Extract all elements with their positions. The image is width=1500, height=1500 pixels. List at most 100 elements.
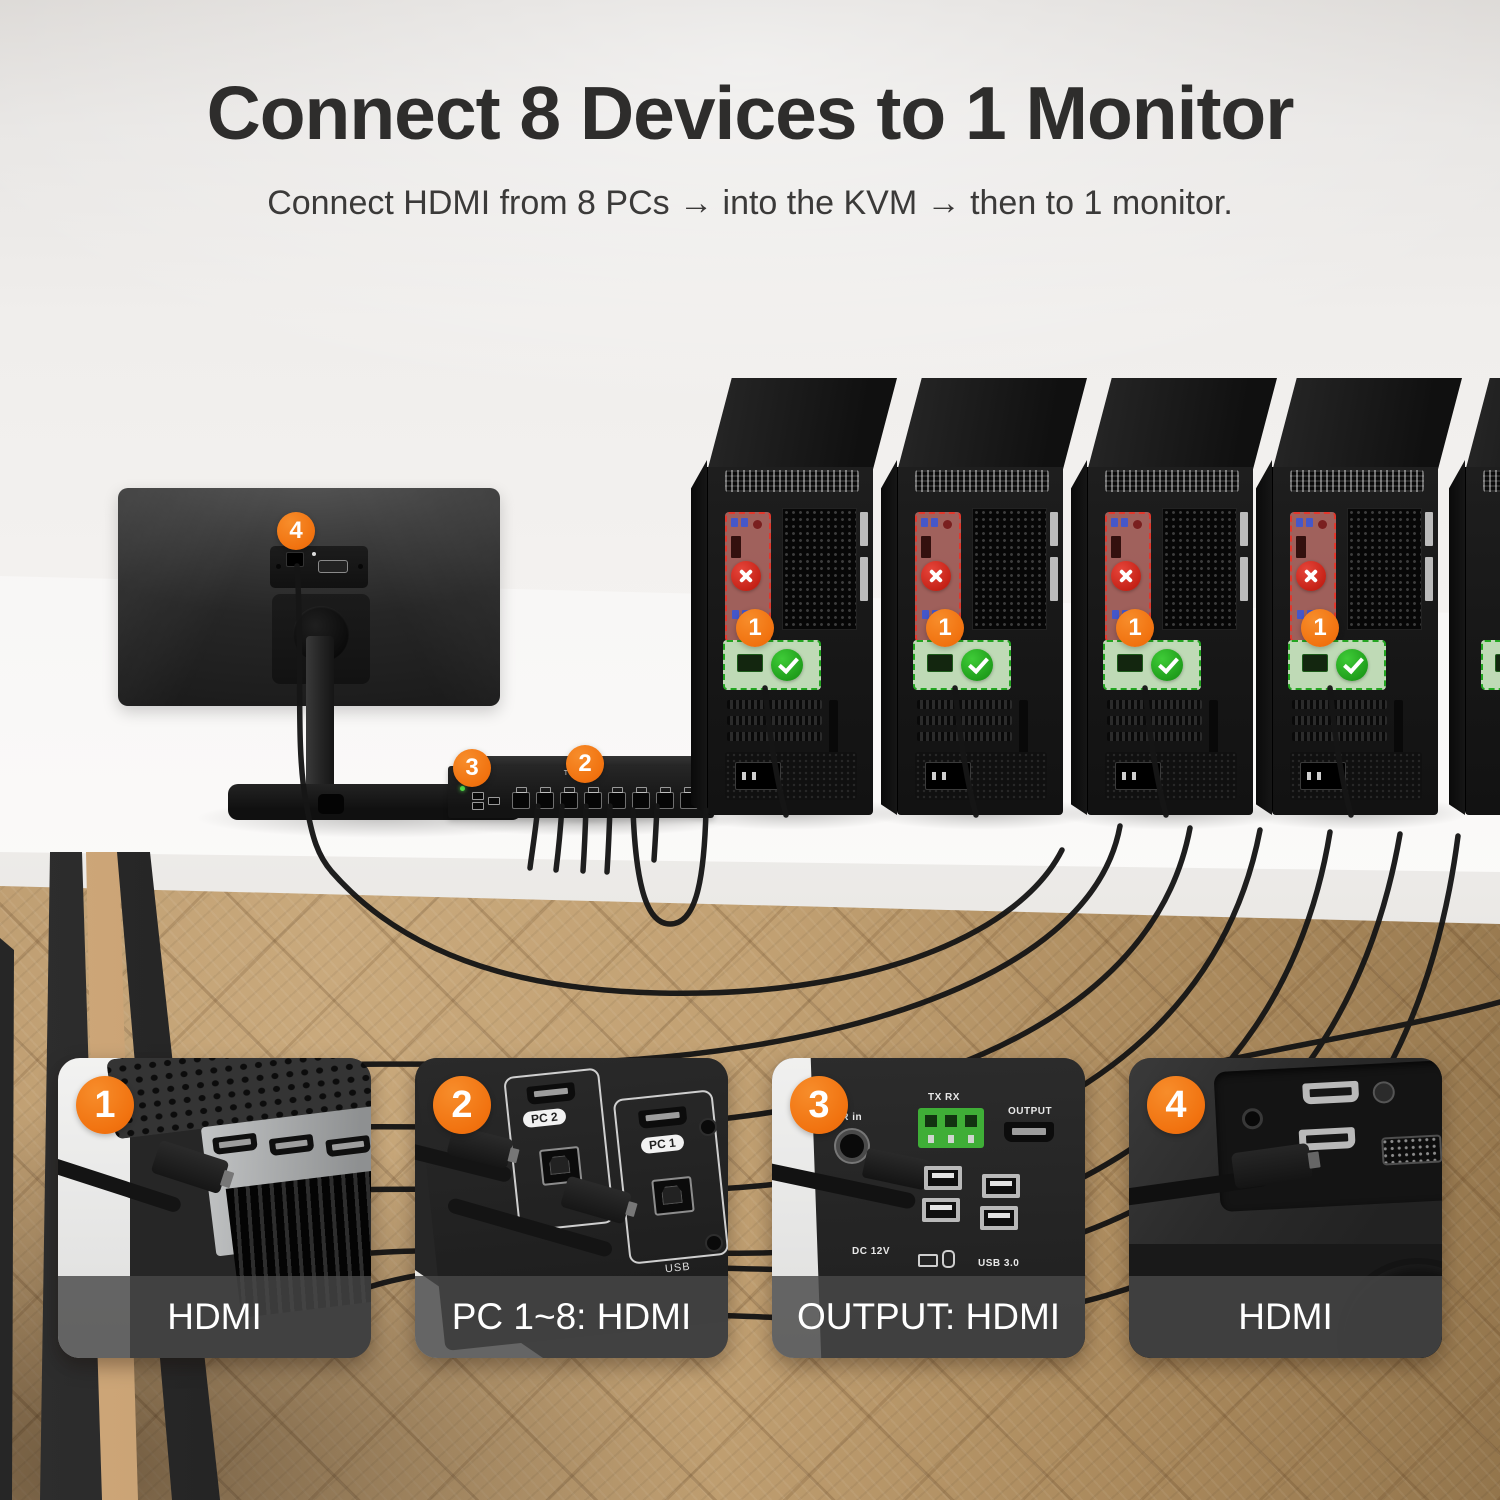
pci-slot [1107, 700, 1202, 709]
pci-slot [727, 700, 822, 709]
usb-port-icon [982, 1174, 1020, 1198]
power-supply [725, 752, 857, 800]
io-connector [943, 520, 952, 529]
tower-slot-bracket [1050, 557, 1058, 601]
page-title: Connect 8 Devices to 1 Monitor [206, 71, 1295, 155]
tower-top-face [707, 378, 897, 472]
step-badge-1: 1 [1301, 609, 1339, 647]
io-connector [753, 520, 762, 529]
check-mark-icon [961, 649, 993, 681]
usb-port-icon [472, 802, 484, 810]
tower-side-face [1071, 460, 1087, 815]
io-connector [731, 536, 741, 558]
tower-top-face [1465, 378, 1500, 472]
usb-port-icon [472, 792, 484, 800]
pc-tower-1: 1 [691, 375, 903, 823]
x-mark-icon [731, 561, 761, 591]
tower-side-face [1256, 460, 1272, 815]
tower-slot-bracket [1425, 557, 1433, 601]
monitor-port-recess [1213, 1059, 1442, 1213]
usb-port-icon [924, 1166, 962, 1190]
pci-slot [1107, 716, 1202, 725]
usb-port-icon [1112, 610, 1119, 619]
tower-top-face [1087, 378, 1277, 472]
usb-port-icon [741, 518, 748, 527]
monitor-stand-column [306, 636, 334, 792]
kvm-port-4 [584, 787, 602, 809]
screw-icon [699, 1118, 717, 1136]
power-supply [915, 752, 1047, 800]
kvm-power-led [460, 786, 465, 791]
inset-panel-2: PC 2 PC 1 USB 2 PC 1~8: HDMI [415, 1058, 728, 1358]
check-mark-icon [1336, 649, 1368, 681]
power-inlet [1300, 762, 1346, 790]
check-mark-icon [771, 649, 803, 681]
pci-slot [1292, 700, 1387, 709]
tower-slot-bracket [860, 512, 868, 546]
usb-port-icon [980, 1206, 1018, 1230]
motherboard-hdmi-correct-highlight [1481, 640, 1500, 690]
tower-fan-grille [1162, 508, 1237, 630]
hdmi-port-icon [268, 1133, 315, 1157]
pc-tower-5-partial [1449, 375, 1500, 823]
tower-top-face [897, 378, 1087, 472]
x-mark-icon [921, 561, 951, 591]
pci-slot [917, 732, 1012, 741]
pci-slot [1292, 716, 1387, 725]
kvm-port-5 [608, 787, 626, 809]
inset-panel-3: IR in TX RX OUTPUT DC 12V USB 3.0 3 OUTP… [772, 1058, 1085, 1358]
io-connector [1318, 520, 1327, 529]
tower-top-face [1272, 378, 1462, 472]
tower-vent [915, 470, 1049, 492]
hdmi-port-icon [1117, 654, 1143, 672]
kvm-port-1 [512, 787, 530, 809]
usb-port-icon [922, 1198, 960, 1222]
panel4-label: HDMI [1129, 1276, 1442, 1358]
hdmi-port-icon [737, 654, 763, 672]
usb-port-icon [922, 610, 929, 619]
port-label-usb3: USB 3.0 [978, 1258, 1020, 1269]
usb-b-port-icon [651, 1175, 695, 1216]
ir-jack-icon [836, 1130, 868, 1162]
io-connector [921, 536, 931, 558]
hdmi-port-icon [637, 1106, 688, 1129]
monitor-hdmi-plug [286, 552, 304, 567]
tower-rear-slot [829, 700, 838, 772]
page-subtitle: Connect HDMI from 8 PCs → into the KVM →… [267, 184, 1233, 222]
pci-slot [727, 716, 822, 725]
power-inlet [735, 762, 781, 790]
usb-port-icon [1296, 518, 1303, 527]
x-mark-icon [1111, 561, 1141, 591]
pc-tower-4: 1 [1256, 375, 1468, 823]
tower-vent [1290, 470, 1424, 492]
port-label-output: OUTPUT [1008, 1106, 1053, 1117]
hdmi-port-icon [927, 654, 953, 672]
screw-icon [705, 1234, 723, 1252]
hdmi-port-icon [1495, 654, 1500, 672]
tower-rear-slot [1019, 700, 1028, 772]
screw-icon [1372, 1080, 1396, 1104]
tower-vent [1105, 470, 1239, 492]
usb-port-icon [1111, 518, 1118, 527]
screw-icon [358, 564, 363, 569]
tower-side-face [691, 460, 707, 815]
usb-port-icon [921, 518, 928, 527]
power-inlet [925, 762, 971, 790]
inset-panel-4: 4 HDMI [1129, 1058, 1442, 1358]
inset-panel-1: 1 HDMI [58, 1058, 371, 1358]
x-mark-icon [1296, 561, 1326, 591]
step-badge-1: 1 [736, 609, 774, 647]
tower-slot-bracket [1050, 512, 1058, 546]
panel1-badge: 1 [76, 1076, 134, 1134]
kvm-port-6 [632, 787, 650, 809]
tower-fan-grille [972, 508, 1047, 630]
io-connector [1111, 536, 1121, 558]
pci-slot [917, 716, 1012, 725]
monitor-led [312, 552, 316, 556]
panel3-badge: 3 [790, 1076, 848, 1134]
tower-vent [725, 470, 859, 492]
port-label-dc: DC 12V [852, 1246, 891, 1257]
tower-rear-slot [1394, 700, 1403, 772]
hdmi-port-icon [1302, 654, 1328, 672]
